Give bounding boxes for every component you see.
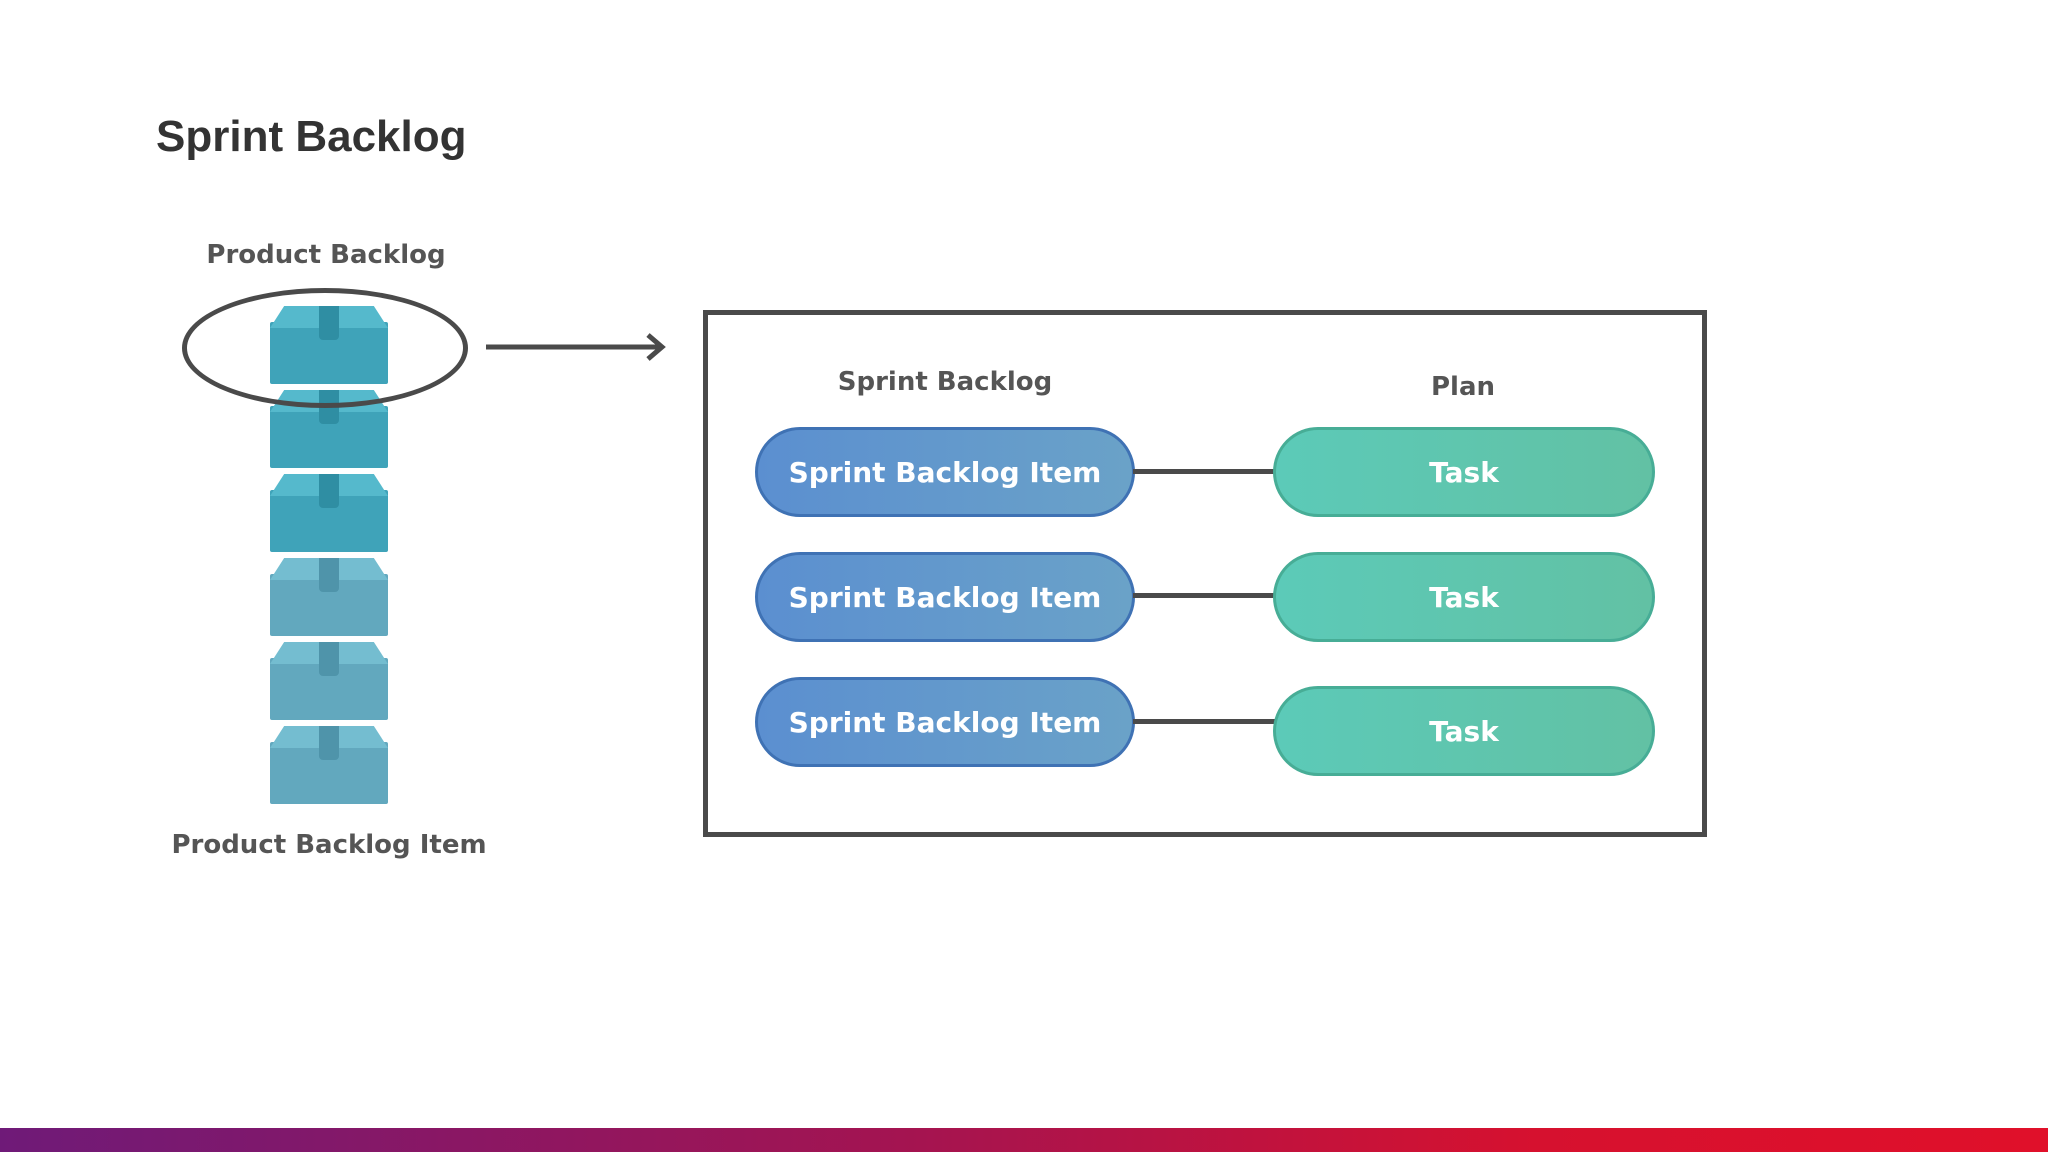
bottom-accent-bar <box>0 1128 2048 1152</box>
slide-title: Sprint Backlog <box>156 112 467 161</box>
connector-line-2 <box>1133 593 1275 598</box>
sprint-backlog-item-3: Sprint Backlog Item <box>755 677 1135 767</box>
task-2: Task <box>1273 552 1655 642</box>
backlog-box-3 <box>270 474 388 552</box>
product-backlog-label: Product Backlog <box>206 240 446 270</box>
task-1: Task <box>1273 427 1655 517</box>
task-3: Task <box>1273 686 1655 776</box>
sprint-backlog-heading: Sprint Backlog <box>837 367 1053 397</box>
sprint-backlog-item-1: Sprint Backlog Item <box>755 427 1135 517</box>
backlog-box-4 <box>270 558 388 636</box>
sprint-backlog-item-2: Sprint Backlog Item <box>755 552 1135 642</box>
arrow-right-icon <box>486 333 666 361</box>
selected-item-ring <box>182 288 468 408</box>
connector-line-1 <box>1133 469 1275 474</box>
product-backlog-item-label: Product Backlog Item <box>171 830 487 860</box>
connector-line-3 <box>1133 719 1275 724</box>
backlog-box-5 <box>270 642 388 720</box>
plan-heading: Plan <box>1430 372 1496 402</box>
backlog-box-6 <box>270 726 388 804</box>
